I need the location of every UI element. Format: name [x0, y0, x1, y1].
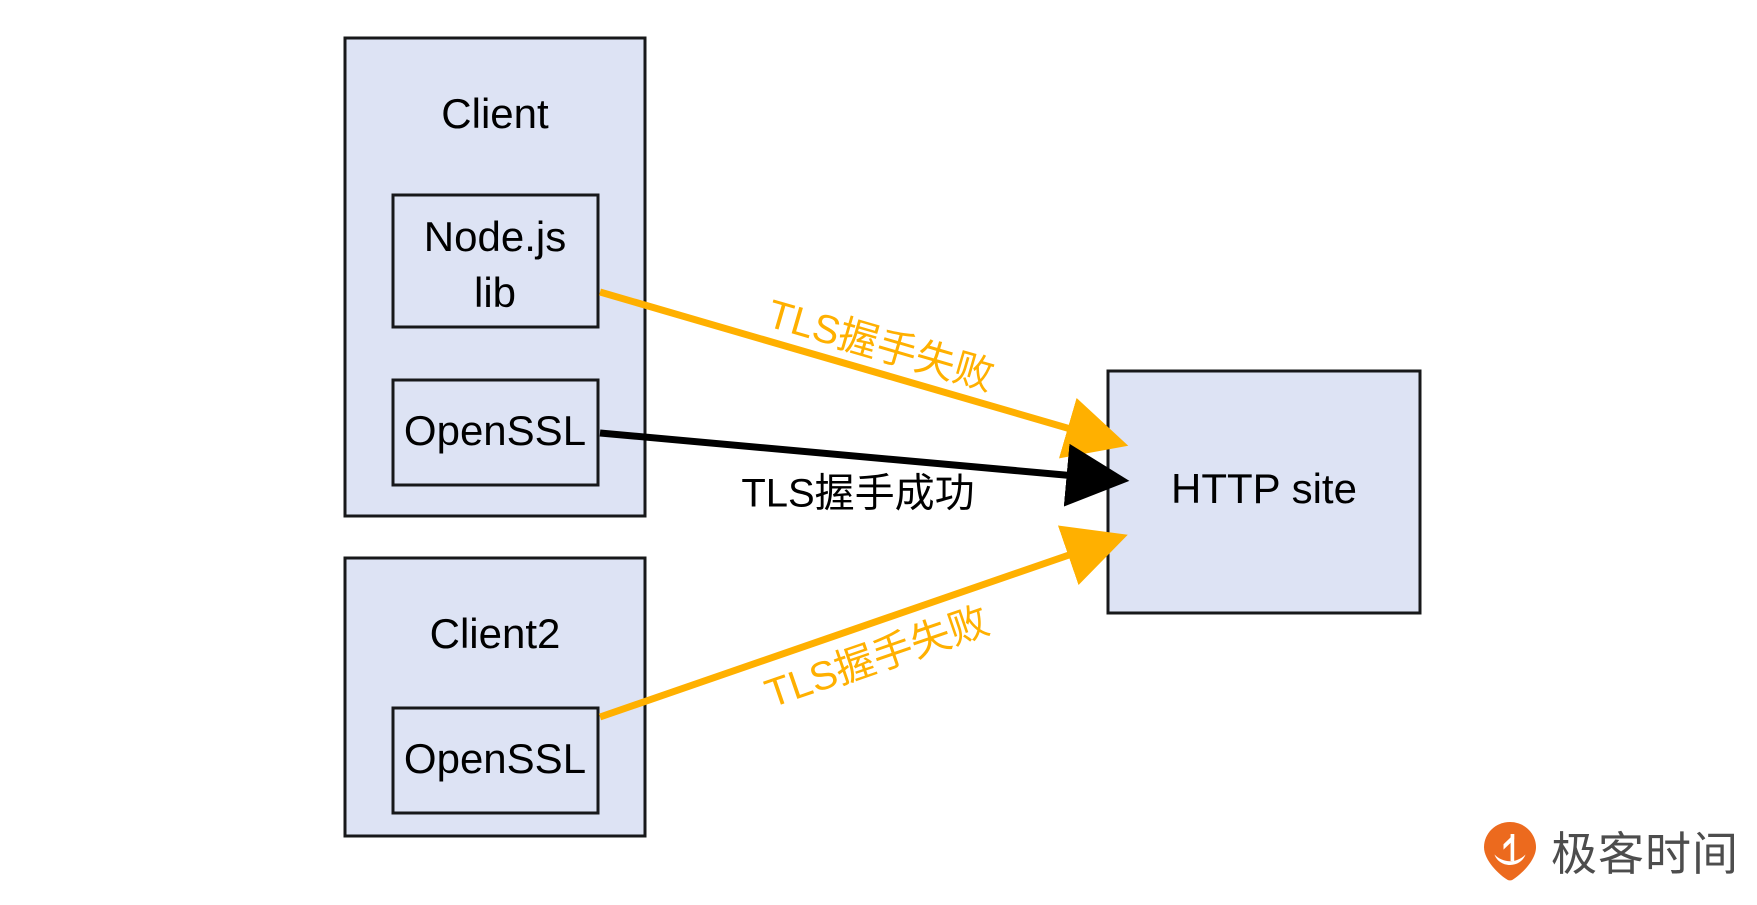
edge-openssl-success[interactable]: TLS握手成功: [599, 429, 1130, 516]
watermark: 极客时间: [1481, 820, 1739, 887]
node-client-openssl-box: [391, 378, 600, 487]
node-nodejs-lib[interactable]: Node.js lib: [391, 193, 600, 329]
watermark-brand-text: 极客时间: [1551, 827, 1739, 880]
geektime-pin-logo-icon: [1481, 820, 1539, 887]
node-http-site-box: [1106, 369, 1422, 615]
edge-nodejs-fail-line: [599, 288, 1129, 459]
node-client2-openssl-label: OpenSSL: [404, 735, 586, 782]
node-http-site-label: HTTP site: [1171, 465, 1357, 512]
edge-openssl-success-label: TLS握手成功: [741, 472, 974, 516]
node-http-site[interactable]: HTTP site: [1106, 369, 1422, 615]
edge-client2-fail-label: TLS握手失败: [760, 599, 995, 717]
edge-client2-fail[interactable]: TLS握手失败: [598, 525, 1128, 721]
edge-openssl-success-line: [599, 429, 1130, 507]
node-client2-openssl[interactable]: OpenSSL: [391, 706, 600, 815]
edge-nodejs-fail[interactable]: TLS握手失败: [599, 288, 1129, 459]
edge-client2-fail-line: [598, 525, 1128, 721]
node-client2-label: Client2: [430, 610, 561, 657]
node-client-openssl[interactable]: OpenSSL: [391, 378, 600, 487]
node-client[interactable]: Client Node.js lib OpenSSL: [343, 36, 647, 518]
edge-nodejs-fail-label: TLS握手失败: [762, 292, 998, 399]
node-nodejs-lib-box: [391, 193, 600, 329]
node-nodejs-lib-label-line1: Node.js: [424, 213, 566, 260]
node-client-label: Client: [441, 90, 549, 137]
node-nodejs-lib-label-line2: lib: [474, 269, 516, 316]
node-client2-openssl-box: [391, 706, 600, 815]
node-client2[interactable]: Client2 OpenSSL: [343, 556, 647, 838]
node-client-openssl-label: OpenSSL: [404, 407, 586, 454]
